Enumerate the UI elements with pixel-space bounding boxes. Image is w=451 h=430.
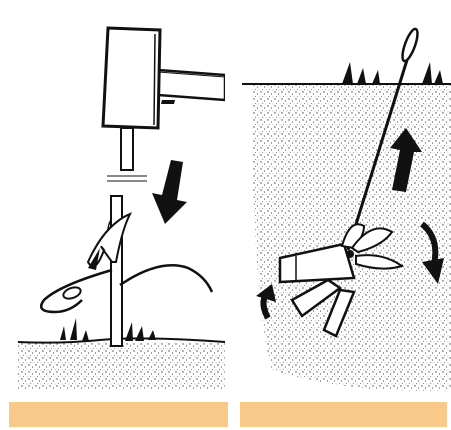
down-arrow-icon — [152, 160, 187, 224]
illustration-driving-anchor — [0, 0, 225, 395]
driving-anchor-drawing — [0, 0, 225, 395]
setting-anchor-drawing — [232, 0, 451, 395]
cable-icon — [41, 265, 212, 312]
caption-bar-right — [240, 402, 447, 427]
drive-rod-upper — [107, 128, 147, 181]
illustration-setting-anchor — [232, 0, 451, 395]
grass-icon — [60, 318, 156, 341]
sledgehammer-icon — [103, 28, 225, 128]
caption-bar-left — [9, 402, 228, 427]
grass-icon — [342, 62, 443, 84]
